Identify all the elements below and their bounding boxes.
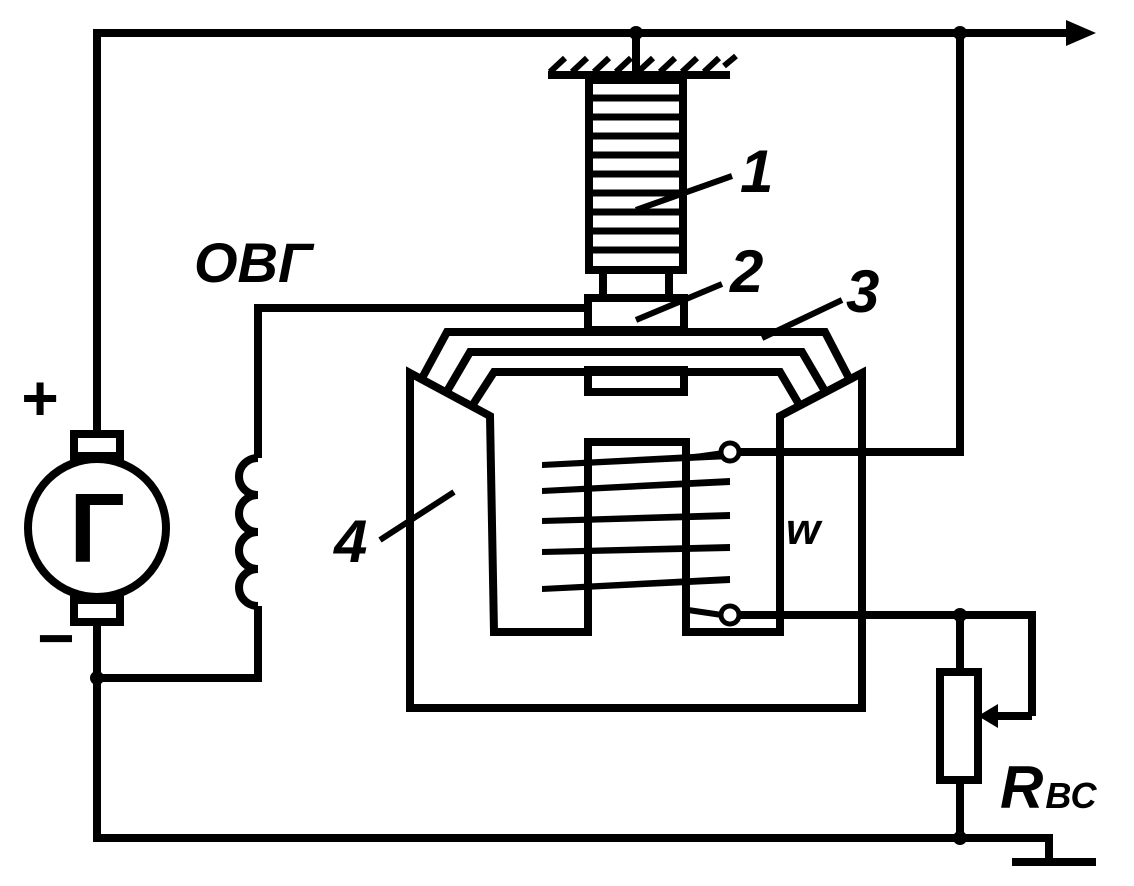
leader-line-4 <box>378 489 456 543</box>
generator-body <box>24 455 170 601</box>
spring-1 <box>585 76 687 302</box>
junction-dot <box>953 608 967 622</box>
label-part-2: 2 <box>729 238 763 305</box>
magnetic-core-4 <box>406 366 866 712</box>
generator-brush-bottom <box>70 596 124 626</box>
field-winding-lower-wire <box>97 606 262 682</box>
winding-top-feed-wire <box>740 33 964 456</box>
generator-minus-wire <box>93 622 960 842</box>
armature-plates-3 <box>417 328 854 409</box>
junction-dot <box>90 671 104 685</box>
variable-resistor <box>936 668 1032 784</box>
label-part-4: 4 <box>333 508 367 575</box>
label-minus: − <box>37 602 74 674</box>
field-winding-coil <box>235 454 259 610</box>
label-part-1: 1 <box>740 138 773 205</box>
winding-lead <box>687 607 723 618</box>
generator-brush-top <box>70 430 124 460</box>
generator-symbol: Г <box>69 473 125 583</box>
fixed-mount-icon <box>547 53 738 79</box>
leader-line-1 <box>634 173 734 213</box>
generator: Г <box>24 430 170 626</box>
winding-bottom-feed-wire <box>740 611 1036 716</box>
top-bus-wire <box>93 29 1070 434</box>
resistor-wiper-arrow-icon <box>978 704 998 728</box>
field-winding-upper-wire <box>254 304 588 458</box>
label-winding-w: w <box>786 505 823 554</box>
label-resistor: RВС <box>1000 754 1097 821</box>
label-resistor-r: R <box>1000 754 1043 821</box>
label-field-winding: ОВГ <box>194 231 315 294</box>
resistor-body <box>936 668 982 784</box>
winding-top-terminal <box>718 440 742 464</box>
winding-bottom-terminal <box>718 603 742 627</box>
output-arrow-icon <box>1066 20 1096 46</box>
relay-winding-w <box>542 452 730 592</box>
winding-lead <box>687 450 725 461</box>
label-plus: + <box>21 362 58 434</box>
label-resistor-subscript: ВС <box>1045 775 1097 816</box>
ground-icon <box>960 834 1096 866</box>
leader-line-2 <box>634 281 724 323</box>
contact-block-2 <box>584 294 688 396</box>
leader-line-3 <box>760 297 844 341</box>
junction-dot <box>629 26 643 40</box>
label-part-3: 3 <box>846 258 879 325</box>
junction-dot <box>953 26 967 40</box>
junction-dots <box>90 26 967 845</box>
wires <box>93 29 1070 842</box>
